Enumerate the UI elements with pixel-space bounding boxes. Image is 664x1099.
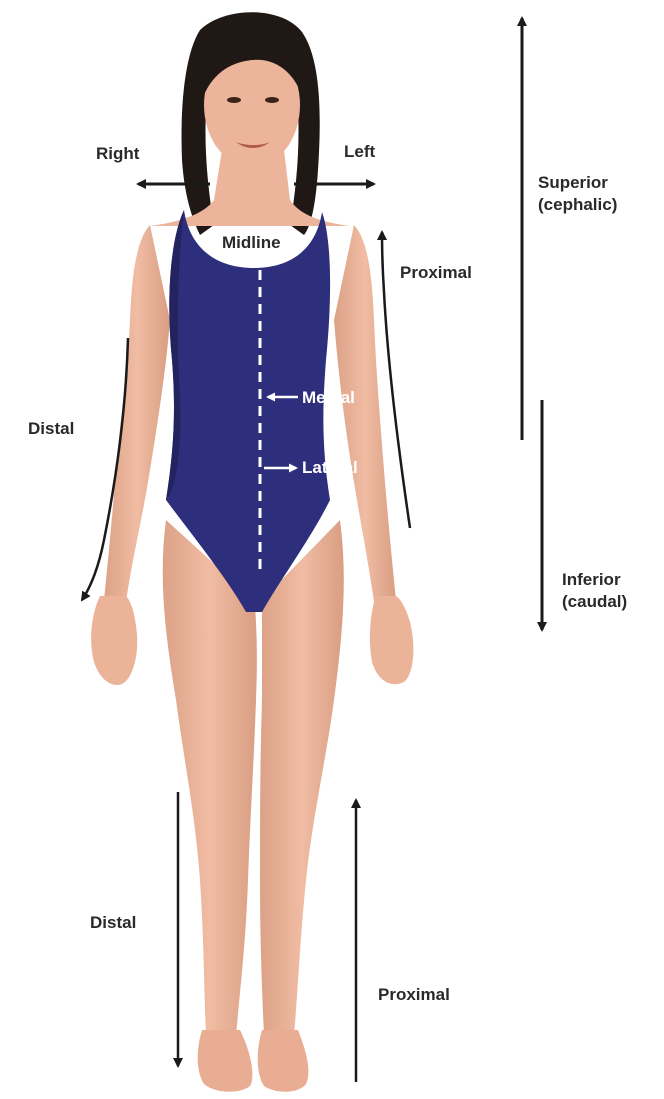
distal-leg-label: Distal — [90, 912, 136, 933]
right-label: Right — [96, 143, 139, 164]
superior-label: Superior (cephalic) — [538, 172, 617, 216]
left-hand — [370, 596, 413, 684]
inferior-label: Inferior (caudal) — [562, 569, 627, 613]
distal-arm-label: Distal — [28, 418, 74, 439]
inferior-term: Inferior — [562, 569, 627, 591]
inferior-alt-term: (caudal) — [562, 591, 627, 613]
right-foot — [198, 1030, 253, 1092]
lateral-label: Lateral — [302, 457, 358, 478]
left-leg — [260, 520, 344, 1036]
midline-label: Midline — [222, 232, 281, 253]
left-foot — [258, 1030, 309, 1092]
left-label: Left — [344, 141, 375, 162]
superior-term: Superior — [538, 172, 617, 194]
person — [91, 12, 413, 1092]
proximal-arm-label: Proximal — [400, 262, 472, 283]
left-eye — [265, 97, 279, 103]
right-eye — [227, 97, 241, 103]
right-hand — [91, 596, 137, 685]
medial-label: Medial — [302, 387, 355, 408]
left-arm — [334, 225, 396, 602]
proximal-leg-label: Proximal — [378, 984, 450, 1005]
superior-alt-term: (cephalic) — [538, 194, 617, 216]
right-arm — [104, 225, 170, 602]
